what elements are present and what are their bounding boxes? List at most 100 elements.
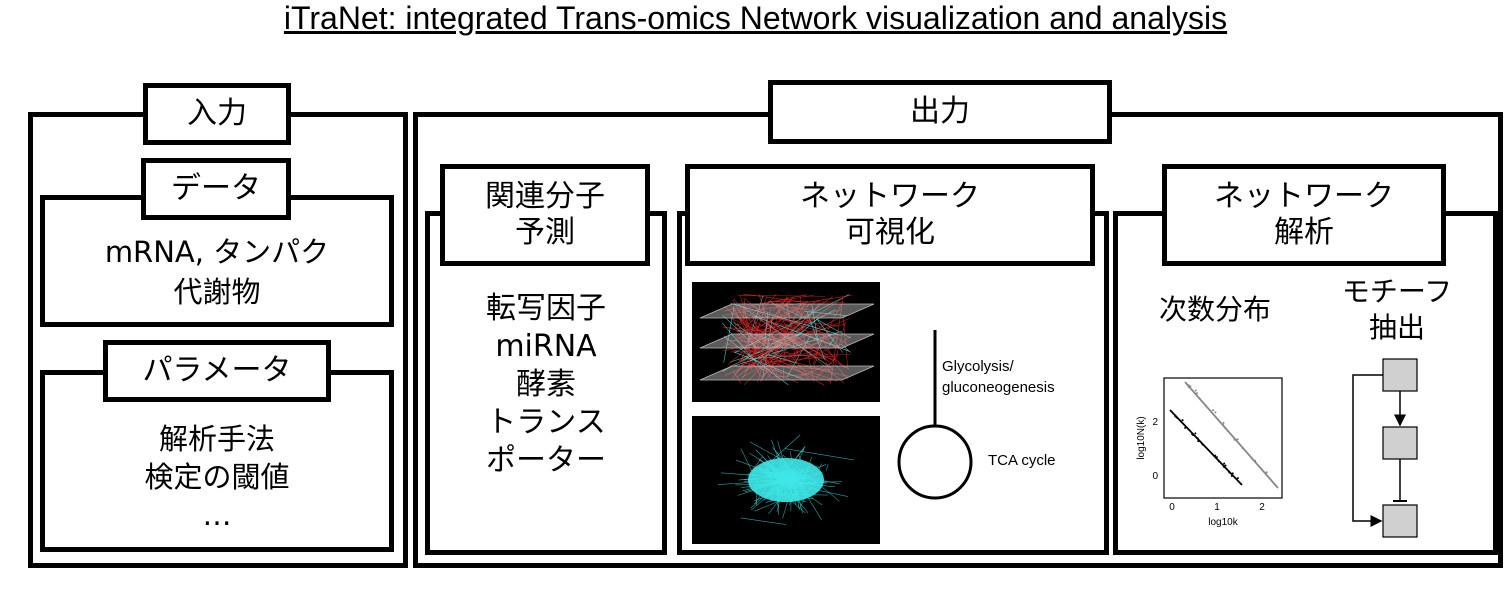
plot-point: [1236, 438, 1239, 441]
network-edge: [816, 318, 851, 339]
network-edge: [739, 304, 833, 369]
hairball-network-image: [692, 416, 880, 544]
network-edge: [768, 354, 797, 364]
multilayer-network-image: [692, 282, 880, 402]
network-edge: [811, 304, 819, 340]
motif-arrow-top-bottom: [1352, 374, 1383, 527]
motif-node-middle: [1382, 426, 1418, 460]
params-content: 解析手法 検定の閾値 …: [144, 422, 290, 532]
plot-point: [1233, 438, 1236, 441]
plot-points: [1174, 384, 1268, 480]
plot-point: [1224, 464, 1227, 467]
network-edge: [754, 334, 778, 352]
network-edge: [826, 364, 833, 376]
network-edge: [757, 310, 780, 383]
plot-point: [1181, 419, 1184, 422]
network-edge: [753, 330, 805, 361]
network-edge: [776, 294, 848, 345]
network-edge: [723, 306, 735, 363]
network-edge: [742, 306, 829, 356]
network-edge: [754, 304, 802, 338]
network-edge: [815, 330, 836, 361]
network-edge: [729, 317, 787, 344]
plot-point: [1187, 385, 1190, 388]
network-edge: [798, 302, 805, 326]
network-edge: [765, 361, 781, 380]
plot-point: [1174, 415, 1177, 418]
plot-point: [1265, 471, 1268, 474]
pathway-label-glycolysis: Glycolysis/ gluconeogenesis: [942, 358, 1055, 396]
pathway-diagram: [897, 330, 973, 500]
degree-distribution-label: 次数分布: [1158, 293, 1271, 326]
params-header: パラメータ: [103, 340, 331, 402]
network-edge: [744, 355, 761, 368]
plot-ytick-0: 0: [1152, 471, 1158, 482]
network-edge: [723, 336, 789, 386]
hairball-edge: [784, 448, 854, 461]
network-edge: [724, 357, 767, 376]
network-edge: [796, 362, 833, 379]
plot-point: [1214, 454, 1217, 457]
network-edge: [814, 304, 842, 357]
page-title: iTraNet: integrated Trans-omics Network …: [283, 0, 1228, 36]
plot-point: [1184, 426, 1187, 429]
plot-point: [1205, 405, 1208, 408]
network-edge: [742, 302, 799, 325]
plot-point: [1215, 456, 1218, 459]
network-edge: [828, 337, 835, 347]
plot-point: [1187, 384, 1190, 387]
hairball-edge: [749, 441, 784, 461]
network-edge: [836, 321, 846, 356]
network-edge: [799, 296, 802, 307]
plot-point: [1223, 466, 1226, 469]
visualization-header: ネットワーク 可視化: [685, 164, 1095, 266]
degree-distribution-plot: 2 0 0 1 2 log10k log10N(k): [1136, 377, 1283, 528]
plot-point: [1251, 458, 1254, 461]
network-edge: [724, 294, 808, 312]
plot-point: [1198, 397, 1201, 400]
network-edge: [833, 362, 849, 380]
plot-point: [1223, 426, 1226, 429]
prediction-box: [425, 211, 667, 555]
network-edge: [815, 356, 838, 379]
plot-point: [1228, 471, 1231, 474]
network-edge: [757, 347, 825, 360]
plot-point: [1236, 477, 1239, 480]
plot-point: [1189, 385, 1192, 388]
network-edge: [752, 361, 762, 378]
plot-point: [1222, 423, 1225, 426]
network-edge: [811, 348, 831, 363]
plot-ylabel: log10N(k): [1136, 416, 1147, 459]
network-edge: [829, 297, 844, 384]
network-layer-plane: [699, 365, 875, 381]
network-edge: [742, 354, 851, 357]
network-edge: [782, 331, 786, 381]
plot-point: [1241, 447, 1244, 450]
hairball-edge: [740, 517, 787, 525]
network-edge: [759, 302, 821, 382]
network-edge: [834, 334, 843, 336]
motif-extraction-label: モチーフ 抽出: [1341, 275, 1453, 344]
network-edge: [730, 303, 837, 334]
network-edge: [842, 315, 848, 368]
plot-point: [1176, 416, 1179, 419]
hairball-core: [748, 458, 824, 502]
network-edge: [764, 312, 768, 342]
plot-xtick-1: 1: [1214, 502, 1220, 513]
network-edge: [816, 319, 844, 353]
network-edge: [760, 345, 829, 369]
plot-point: [1201, 443, 1204, 446]
network-edge: [768, 330, 808, 375]
network-edge: [741, 337, 808, 342]
network-layers: [699, 293, 875, 386]
network-edge: [737, 305, 761, 311]
plot-xlabel: log10k: [1208, 517, 1238, 528]
network-edge: [772, 339, 824, 364]
network-edge: [727, 315, 787, 365]
plot-point: [1195, 392, 1198, 395]
network-edge: [723, 305, 765, 341]
network-edge: [767, 325, 850, 370]
hairball-edge: [825, 464, 829, 471]
pathway-label-tca: TCA cycle: [988, 452, 1056, 469]
prediction-content: 転写因子 miRNA 酵素 トランス ポーター: [486, 291, 606, 478]
